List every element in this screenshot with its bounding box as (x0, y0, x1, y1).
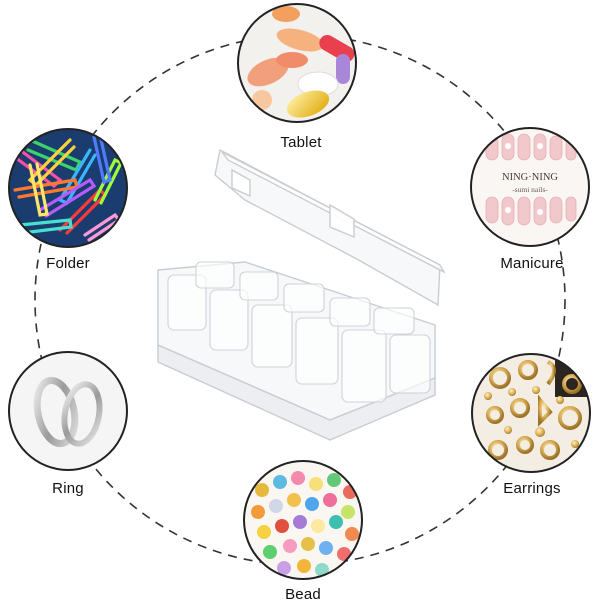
bead-label: Bead (285, 586, 321, 603)
clear-storage-box (157, 148, 446, 441)
manicure-label: Manicure (500, 255, 564, 272)
bead-circle-border (243, 460, 363, 580)
tablet-thumbnail (238, 4, 356, 122)
ring-circle-border (8, 351, 128, 471)
earrings-circle-border (471, 353, 591, 473)
folder-thumbnail (9, 129, 127, 247)
earrings-thumbnail (472, 354, 590, 472)
tablet-label: Tablet (280, 134, 322, 151)
folder-label: Folder (46, 255, 90, 272)
bead-thumbnail (244, 461, 362, 579)
manicure-thumbnail (471, 128, 589, 246)
manicure-brand-name: NING·NING (502, 172, 558, 183)
ring-label: Ring (52, 480, 84, 497)
manicure-brand-tagline: -sumi nails- (512, 185, 548, 194)
manicure-circle-border (470, 127, 590, 247)
folder-circle-border (8, 128, 128, 248)
earrings-label: Earrings (503, 480, 561, 497)
tablet-circle-border (237, 3, 357, 123)
ring-thumbnail (9, 352, 127, 470)
